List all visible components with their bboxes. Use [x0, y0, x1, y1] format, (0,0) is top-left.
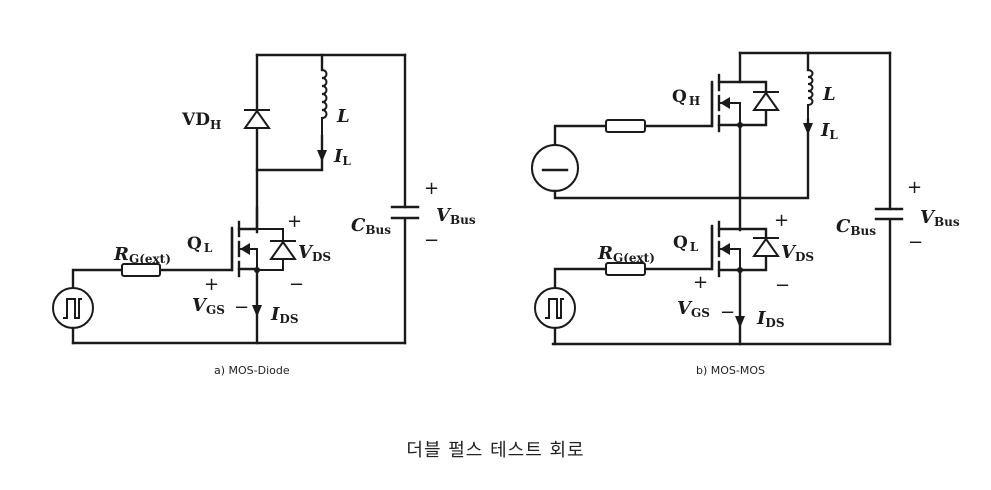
vbus-minus: − [424, 230, 439, 251]
label-cbus: CBus [836, 216, 876, 238]
label-vds: VDS [781, 242, 814, 264]
label-vgs: VGS [677, 298, 710, 320]
label-vdh: VDH [181, 110, 221, 132]
vbus-minus: − [908, 232, 923, 253]
label-ids: IDS [270, 304, 299, 326]
caption-panel-a: a) MOS-Diode [214, 364, 290, 377]
vgs-plus: + [204, 274, 219, 295]
ids-arrow [252, 305, 262, 317]
vds-minus: − [775, 275, 790, 296]
label-vds: VDS [298, 242, 331, 264]
capacitor-icon [874, 207, 904, 221]
vbus-plus: + [907, 177, 922, 198]
label-il: IL [820, 120, 838, 142]
wire-inductor-bottom [738, 118, 810, 200]
dc-bias-source-icon [531, 144, 742, 200]
label-cbus: CBus [351, 215, 391, 237]
vgs-minus: − [234, 297, 249, 318]
label-inductor: L [822, 84, 836, 105]
wire-inductor-bottom [255, 134, 324, 172]
label-vgs: VGS [192, 295, 225, 317]
inductor-icon [803, 69, 814, 135]
inductor-current-arrow [803, 123, 813, 135]
mosfet-ql-icon [158, 206, 297, 345]
resistor-icon [71, 263, 161, 292]
label-inductor: L [336, 106, 350, 127]
vds-plus: + [287, 211, 302, 232]
label-rg: RG(ext) [113, 244, 171, 266]
inductor-current-arrow [317, 150, 327, 162]
label-ids: IDS [756, 308, 785, 330]
pulse-generator-icon [52, 287, 94, 345]
vbus-plus: + [424, 178, 439, 199]
diode-icon [243, 109, 271, 129]
vgs-minus: − [720, 302, 735, 323]
resistor-icon [553, 262, 646, 290]
inductor-icon [317, 69, 328, 162]
figure-title: 더블 펄스 테스트 회로 [406, 440, 585, 461]
mosfet-ql-icon [643, 220, 780, 346]
vgs-plus: + [693, 272, 708, 293]
vds-minus: − [289, 274, 304, 295]
label-vbus: VBus [920, 207, 960, 229]
pulse-generator-icon [534, 287, 576, 346]
label-rg: RG(ext) [597, 243, 655, 265]
mosfet-qh-icon [643, 73, 780, 232]
vds-plus: + [774, 210, 789, 231]
caption-panel-b: b) MOS-MOS [696, 364, 766, 377]
label-vbus: VBus [436, 205, 476, 227]
resistor-icon [553, 119, 646, 147]
label-il: IL [333, 146, 351, 168]
ids-arrow [735, 316, 745, 328]
capacitor-icon [390, 205, 420, 220]
